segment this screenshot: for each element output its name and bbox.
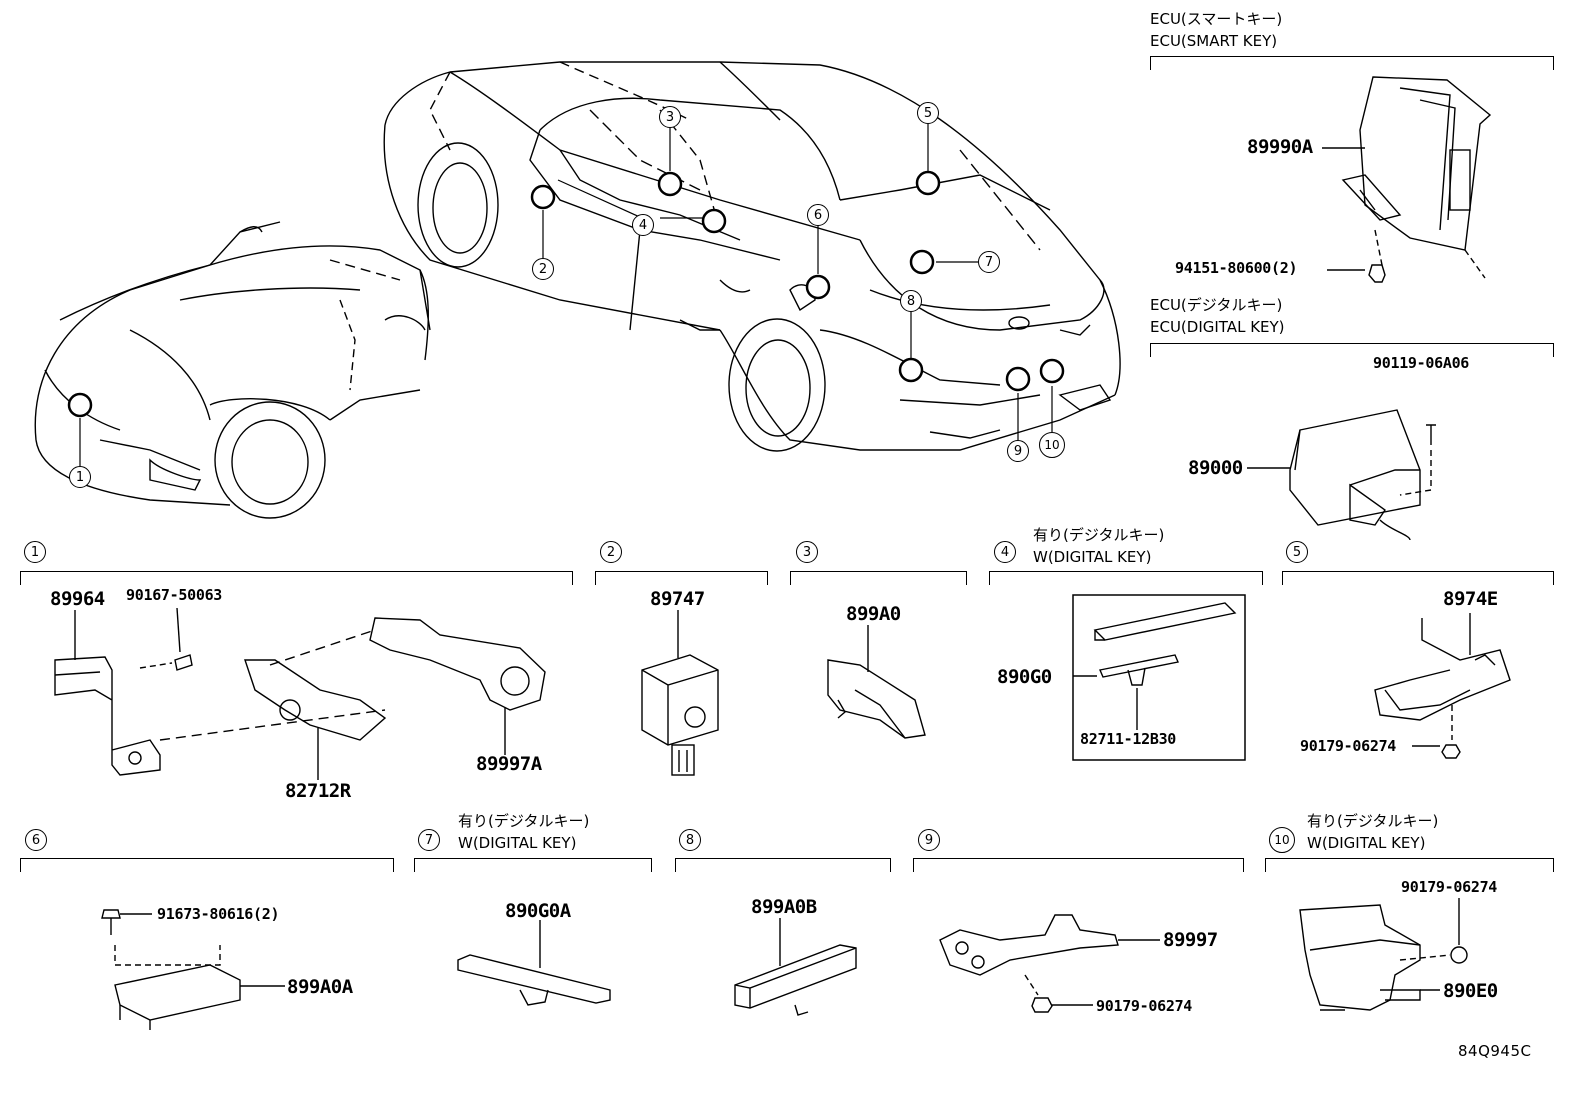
section-2-drawing — [641, 610, 719, 776]
callout-markers — [67, 170, 1065, 418]
part-94151-80600: 94151-80600(2) — [1175, 259, 1298, 277]
section-3-number: 3 — [796, 541, 818, 563]
part-90167-50063: 90167-50063 — [126, 586, 223, 604]
car-callout-9: 9 — [1007, 440, 1029, 462]
ecu-digital-key-header-en: ECU(DIGITAL KEY) — [1150, 318, 1285, 336]
ecu-smart-key-drawing — [1322, 76, 1492, 283]
ecu-digital-key-bracket — [1150, 343, 1554, 357]
part-82712r: 82712R — [285, 780, 351, 802]
rear-car-drawing — [383, 61, 1121, 452]
section-1-bracket — [20, 571, 573, 585]
part-82711-12b30: 82711-12B30 — [1080, 730, 1177, 748]
section-7-bracket — [414, 858, 652, 872]
section-5-number: 5 — [1286, 541, 1308, 563]
part-90119-06a06: 90119-06A06 — [1373, 354, 1470, 372]
section-7-note-en: W(DIGITAL KEY) — [458, 834, 577, 852]
section-5-drawing — [1374, 613, 1511, 759]
section-3-bracket — [790, 571, 967, 585]
section-4-note-jp: 有り(デジタルキー) — [1033, 526, 1165, 544]
part-89964: 89964 — [50, 588, 105, 610]
ecu-smart-key-header-en: ECU(SMART KEY) — [1150, 32, 1278, 50]
part-89000: 89000 — [1188, 457, 1243, 479]
car-callout-4: 4 — [632, 214, 654, 236]
front-car-drawing — [34, 221, 431, 519]
section-6-drawing — [101, 909, 285, 1030]
diagram-code: 84Q945C — [1458, 1042, 1532, 1060]
part-89747: 89747 — [650, 588, 705, 610]
section-7-note-jp: 有り(デジタルキー) — [458, 812, 590, 830]
section-10-drawing — [1299, 898, 1468, 1011]
section-7-number: 7 — [418, 829, 440, 851]
section-1-drawing — [54, 607, 546, 780]
section-4-number: 4 — [994, 541, 1016, 563]
section-9-number: 9 — [918, 829, 940, 851]
car-callout-6: 6 — [807, 204, 829, 226]
part-90179-06274-s5: 90179-06274 — [1300, 737, 1397, 755]
car-callout-1: 1 — [69, 466, 91, 488]
section-2-bracket — [595, 571, 768, 585]
callout-leaders — [79, 124, 1053, 466]
section-9-bracket — [913, 858, 1244, 872]
part-89997: 89997 — [1163, 929, 1218, 951]
section-9-drawing — [939, 914, 1160, 1013]
part-8974e: 8974E — [1443, 588, 1498, 610]
section-8-number: 8 — [679, 829, 701, 851]
section-10-bracket — [1265, 858, 1554, 872]
section-10-note-jp: 有り(デジタルキー) — [1307, 812, 1439, 830]
section-1-number: 1 — [24, 541, 46, 563]
ecu-smart-key-bracket — [1150, 56, 1554, 70]
part-90179-06274-s9: 90179-06274 — [1096, 997, 1193, 1015]
part-890e0: 890E0 — [1443, 980, 1498, 1002]
part-90179-06274-s10: 90179-06274 — [1401, 878, 1498, 896]
part-890g0: 890G0 — [997, 666, 1052, 688]
section-3-drawing — [827, 625, 926, 739]
car-callout-2: 2 — [532, 258, 554, 280]
part-899a0: 899A0 — [846, 603, 901, 625]
part-899a0a: 899A0A — [287, 976, 353, 998]
section-4-note-en: W(DIGITAL KEY) — [1033, 548, 1152, 566]
car-callout-3: 3 — [659, 106, 681, 128]
part-89990a: 89990A — [1247, 136, 1313, 158]
ecu-digital-key-drawing — [1247, 409, 1436, 541]
ecu-smart-key-header-jp: ECU(スマートキー) — [1150, 10, 1283, 28]
section-4-bracket — [989, 571, 1263, 585]
car-callout-7: 7 — [978, 251, 1000, 273]
section-6-bracket — [20, 858, 394, 872]
section-6-number: 6 — [25, 829, 47, 851]
section-5-bracket — [1282, 571, 1554, 585]
section-4-drawing — [1072, 594, 1246, 761]
section-8-bracket — [675, 858, 891, 872]
section-7-drawing — [457, 920, 611, 1006]
car-callout-8: 8 — [900, 290, 922, 312]
part-89997a: 89997A — [476, 753, 542, 775]
section-10-number: 10 — [1269, 827, 1295, 853]
section-2-number: 2 — [600, 541, 622, 563]
ecu-digital-key-header-jp: ECU(デジタルキー) — [1150, 296, 1283, 314]
car-callout-10: 10 — [1039, 432, 1065, 458]
section-8-drawing — [734, 918, 857, 1016]
part-91673-80616: 91673-80616(2) — [157, 905, 280, 923]
part-890g0a: 890G0A — [505, 900, 571, 922]
part-899a0b: 899A0B — [751, 896, 817, 918]
section-10-note-en: W(DIGITAL KEY) — [1307, 834, 1426, 852]
car-callout-5: 5 — [917, 102, 939, 124]
